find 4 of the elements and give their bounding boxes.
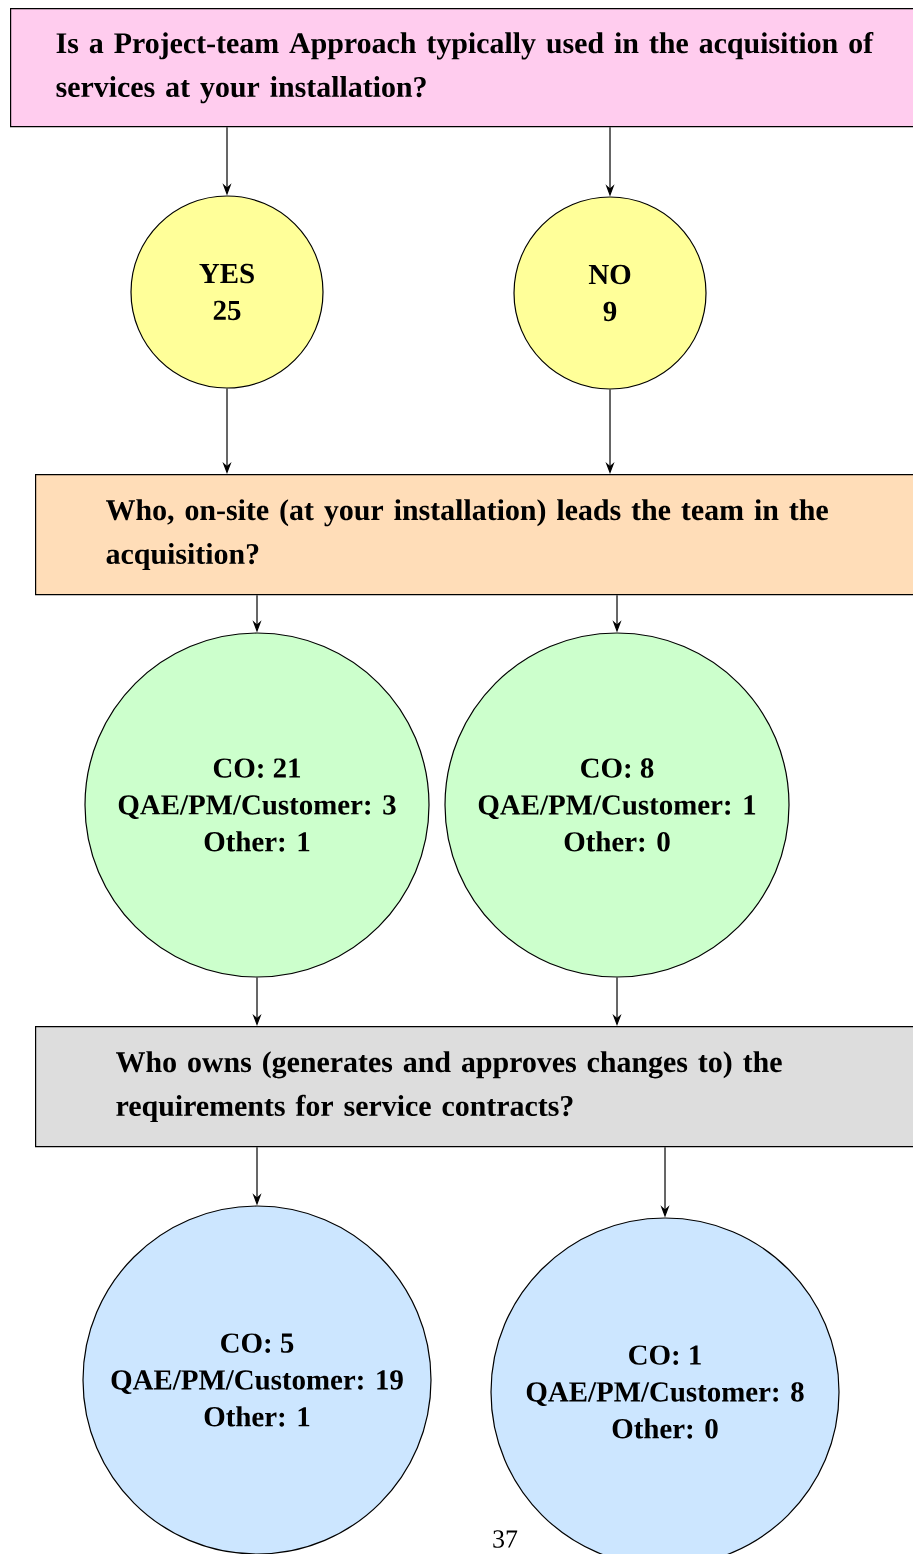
question-box: Who owns (generates and approves changes to) the requirements for service contracts? xyxy=(35,1026,913,1148)
page-number: 37 xyxy=(493,1530,518,1548)
question-box: Is a Project-team Approach typically used in the acquisition of services at your installation? xyxy=(10,8,913,128)
question-box: Who, on-site (at your installation) leads the team in the acquisition? xyxy=(35,474,913,596)
